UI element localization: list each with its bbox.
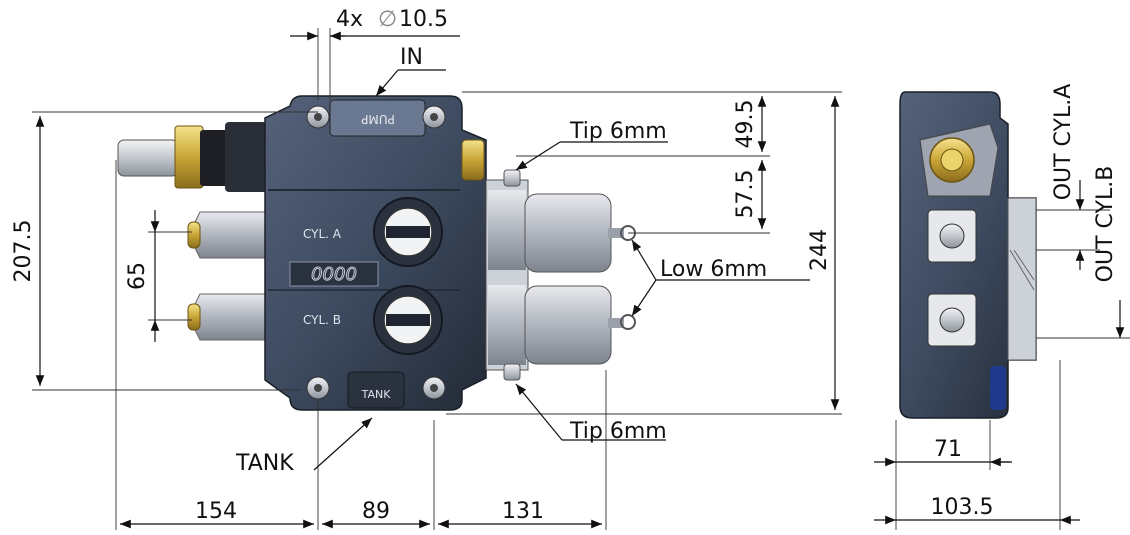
front-view: PUMP CYL. A 0000 CYL. B	[117, 95, 636, 411]
dimension-lines	[32, 28, 842, 530]
cyl-b-port: CYL. B	[303, 285, 443, 355]
tank-port: TANK	[347, 371, 405, 409]
dim-hole-symbol: ∅	[378, 7, 397, 32]
dim-hole-diameter: 10.5	[399, 7, 448, 32]
body-pump-text: PUMP	[361, 112, 395, 126]
dim-bottom-mid: 89	[362, 499, 390, 524]
side-dimension-lines	[874, 180, 1130, 530]
dim-right-mid: 57.5	[733, 170, 758, 219]
dim-port-spacing: 65	[125, 262, 150, 290]
dim-side-inner: 71	[934, 437, 962, 462]
dim-bottom-left: 154	[195, 499, 237, 524]
mounting-holes	[306, 105, 446, 400]
body-cyl-a-text: CYL. A	[303, 227, 342, 241]
code-plate: 0000	[289, 261, 379, 287]
dim-right-upper: 49.5	[733, 100, 758, 149]
label-tip-top: Tip 6mm	[569, 119, 667, 144]
dim-height-total: 207.5	[11, 220, 36, 283]
label-tank: TANK	[235, 451, 294, 476]
left-plug-b	[187, 293, 276, 341]
body-cyl-b-text: CYL. B	[303, 313, 341, 327]
dim-holes-count: 4x	[336, 7, 363, 32]
label-out-cyl-b: OUT CYL.B	[1093, 166, 1118, 283]
body-code-text: 0000	[311, 264, 357, 285]
dim-right-total: 244	[807, 229, 832, 271]
lever-fitting	[117, 122, 271, 192]
label-tip-bottom: Tip 6mm	[569, 419, 667, 444]
label-low: Low 6mm	[660, 257, 767, 282]
left-plug-a	[187, 211, 276, 259]
label-out-cyl-a: OUT CYL.A	[1051, 84, 1076, 201]
dim-side-outer: 103.5	[931, 495, 994, 520]
side-view	[899, 91, 1037, 419]
cyl-a-port: CYL. A	[303, 197, 443, 267]
body-tank-text: TANK	[361, 388, 392, 401]
pump-inlet: PUMP	[329, 99, 426, 137]
valve-body	[264, 95, 487, 411]
drawing-text: 4x ∅ 10.5 IN 207.5 65 154 89 131 49.5 57…	[11, 7, 1118, 524]
dim-bottom-right: 131	[502, 499, 544, 524]
label-in: IN	[400, 45, 423, 70]
spool-section	[485, 169, 636, 381]
